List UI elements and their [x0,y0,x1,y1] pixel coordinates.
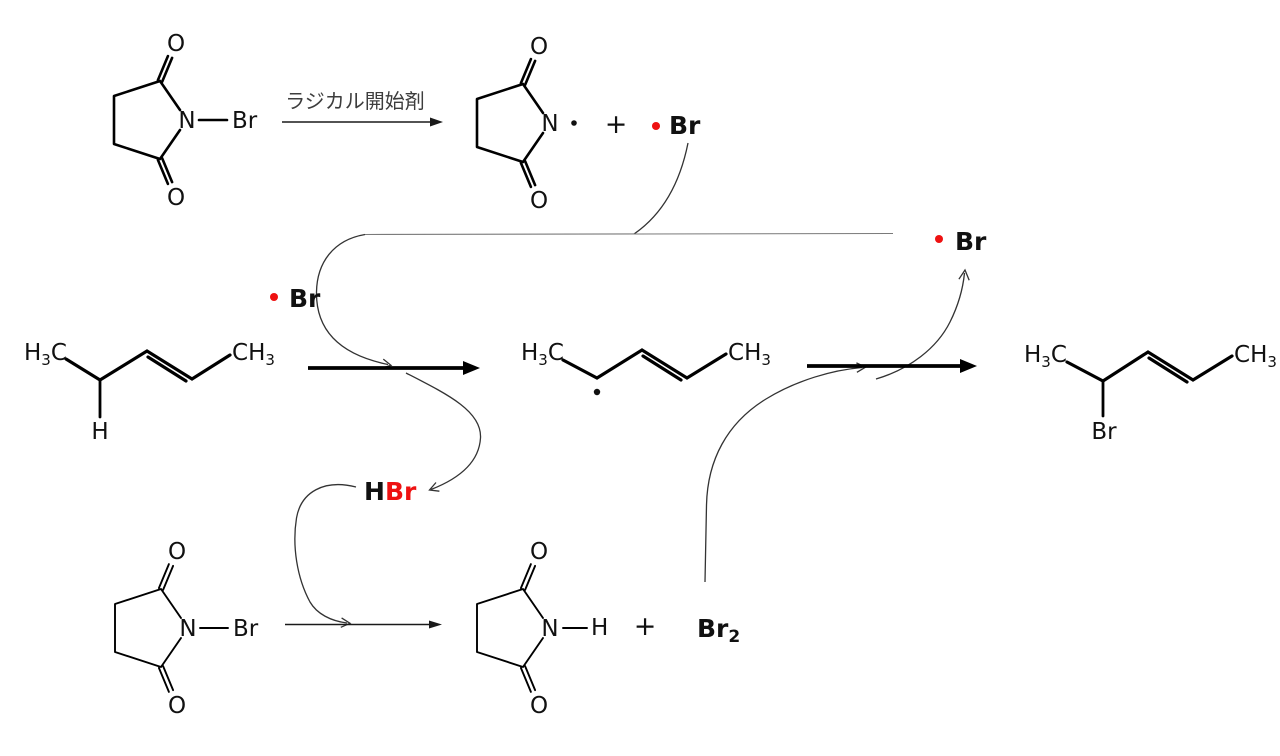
curve-to-right-br-radical [875,272,966,380]
initiation-arrow: ラジカル開始剤 [282,89,443,127]
nitrogen-label: N [179,616,196,642]
oxygen-label: O [530,188,548,214]
bromine-radical-right: Br [935,227,987,256]
methyl-label-left: H3C [521,340,564,369]
nitrogen-label: N [541,616,558,642]
radical-dot [593,388,601,396]
bromine-label: Br [232,108,258,134]
curve-hbr-to-bottom-arrow [294,484,357,624]
oxygen-label: O [167,31,185,57]
carbon-chain-bonds [1065,350,1234,383]
carbon-chain-bonds [64,349,232,382]
carbon-chain-bonds [561,348,728,380]
succinimide-molecule: O O N H [476,539,608,719]
curve-br2-to-second-arrow [704,366,863,583]
carbonyl-double-bond-bottom [156,156,174,186]
carbonyl-double-bond-bottom [519,665,537,693]
initiator-label: ラジカル開始剤 [285,89,425,113]
oxygen-label: O [530,34,548,60]
radical-transfer-lines [294,142,970,628]
hbr-label: HBr [364,477,417,506]
carbonyl-double-bond-top [156,54,174,84]
horizontal-transfer-line [364,232,894,236]
carbonyl-double-bond-top [157,563,175,591]
open-arrow-head [428,482,440,492]
carbonyl-double-bond-top [519,563,537,591]
methyl-label-right: CH3 [728,340,771,369]
succinimidyl-radical-molecule: O O N [475,34,577,214]
reaction-arrow-1 [308,361,480,375]
pentene-molecule: H3C CH3 H [24,340,275,445]
nbs-molecule-bottom: O O N Br [114,539,259,719]
arrow-head [960,359,977,373]
carbonyl-double-bond-bottom [519,159,537,189]
curve-from-top-br [633,142,689,235]
propagation-step-2: Br H3C CH3 Br [807,227,1277,445]
reaction-arrow-2 [807,359,977,373]
bromo-pentene-product-molecule: H3C CH3 Br [1024,342,1277,445]
bromine-radical-top: Br [652,111,701,140]
allylic-radical-molecule: H3C CH3 [521,340,771,396]
methyl-label-left: H3C [24,340,67,369]
arrow-head [430,117,443,127]
ring-bonds [475,82,545,164]
propagation-step-1: Br H3C CH3 H H3C CH3 HBr [24,284,771,506]
ring-bonds [112,79,182,161]
nitrogen-label: N [541,111,558,137]
initiation-step: O O N Br ラジカル開始剤 O O N + Br [112,31,701,214]
curve-to-first-arrow [315,233,389,366]
allylic-hydrogen-label: H [91,419,108,445]
oxygen-label: O [168,693,186,719]
curve-to-hbr [405,372,482,491]
hbr-nbs-regeneration-step: O O N Br O O N H + Br2 [114,539,740,719]
arrow-head [463,361,480,375]
double-bond-inner-line [146,355,188,383]
hbr-h: H [364,477,385,506]
bromine-radical-label: Br [289,284,321,313]
methyl-label-right: CH3 [232,340,275,369]
open-arrow-head [340,617,352,628]
double-bond-inner-line [1147,356,1189,384]
open-arrow-head [958,268,970,281]
methyl-label-left: H3C [1024,342,1067,371]
plus-sign: + [634,611,657,642]
oxygen-label: O [167,185,185,211]
nitrogen-label: N [178,108,195,134]
product-bromine-label: Br [1091,419,1117,445]
bottom-reaction-arrow [285,620,442,629]
arrow-head [429,620,442,629]
carbonyl-double-bond-top [519,57,537,87]
plus-sign: + [605,109,628,140]
radical-dot [935,235,943,243]
radical-dot [652,122,660,130]
oxygen-label: O [168,539,186,565]
bromine-radical-label: Br [955,227,987,256]
carbonyl-double-bond-bottom [157,665,175,693]
methyl-label-right: CH3 [1234,342,1277,371]
br2-label: Br2 [697,614,740,647]
radical-dot [571,120,577,126]
ring-bonds [476,588,544,668]
bromine-label: Br [233,616,259,642]
hbr-br: Br [385,477,417,506]
oxygen-label: O [530,539,548,565]
radical-dot [270,293,278,301]
bromine-radical-left: Br [270,284,321,313]
hydrogen-label: H [591,615,608,641]
oxygen-label: O [530,693,548,719]
ring-bonds [114,588,182,668]
double-bond-inner-line [641,354,683,382]
bromine-radical-label: Br [669,111,701,140]
nbs-molecule-top: O O N Br [112,31,258,211]
